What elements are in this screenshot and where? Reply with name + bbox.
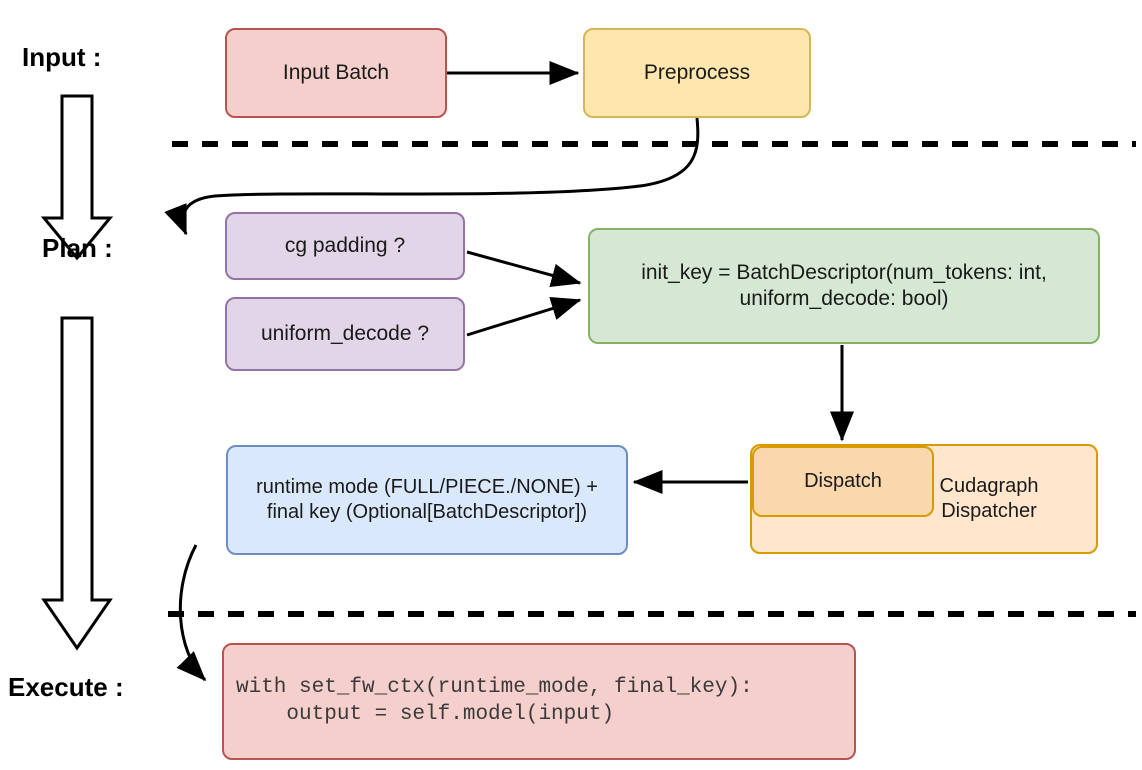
node-cudagraph-dispatcher-label: Cudagraph Dispatcher	[939, 475, 1039, 522]
stage-label-plan: Plan :	[42, 233, 113, 263]
arrow-uniform-decode-to-init-key	[466, 296, 582, 337]
arrow-runtime-mode-to-execute	[176, 544, 207, 682]
node-dispatch[interactable]: Dispatch	[752, 446, 934, 517]
node-execute-code[interactable]: with set_fw_ctx(runtime_mode, final_key)…	[222, 643, 856, 760]
arrow-cg-padding-to-init-key	[466, 250, 582, 288]
stage-label-input: Input :	[22, 42, 102, 72]
node-input-batch[interactable]: Input Batch	[225, 28, 447, 118]
node-init-key[interactable]: init_key = BatchDescriptor(num_tokens: i…	[588, 228, 1100, 344]
stage-block-arrow-plan-to-execute	[41, 316, 113, 651]
node-cg-padding[interactable]: cg padding ?	[225, 212, 465, 280]
stage-label-execute: Execute :	[8, 672, 124, 702]
node-runtime-mode[interactable]: runtime mode (FULL/PIECE./NONE) + final …	[226, 445, 628, 555]
node-uniform-decode[interactable]: uniform_decode ?	[225, 297, 465, 371]
node-preprocess[interactable]: Preprocess	[583, 28, 811, 118]
